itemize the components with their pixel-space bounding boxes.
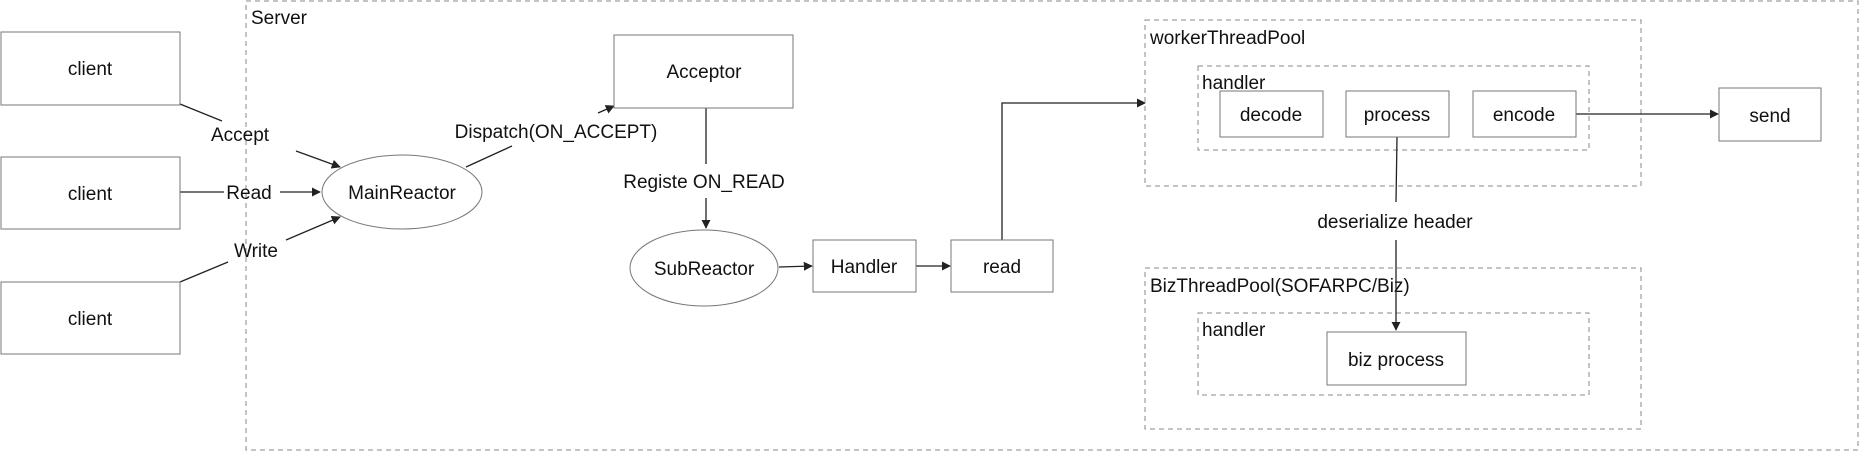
encode-label: encode [1493, 105, 1555, 126]
encode-box [1472, 90, 1577, 138]
edge-write-lower [179, 261, 229, 283]
edge-label-deserialize: deserialize header [1317, 212, 1473, 233]
edge-label-dispatch: Dispatch(ON_ACCEPT) [455, 122, 658, 143]
decode-label: decode [1240, 105, 1302, 126]
main-reactor-label: MainReactor [348, 183, 456, 204]
edge-accept-upper [179, 103, 223, 122]
read-box [950, 239, 1054, 293]
edge-label-registe: Registe ON_READ [623, 172, 785, 193]
biz-process-label: biz process [1348, 350, 1444, 371]
client-3-box [0, 281, 181, 355]
edge-accept-lower [295, 150, 341, 169]
edge-write-upper [285, 216, 341, 241]
edge-label-read: Read [226, 183, 271, 204]
worker-thread-pool-container [1144, 19, 1642, 187]
client-1-label: client [68, 59, 113, 80]
send-box [1718, 87, 1822, 142]
sub-reactor-label: SubReactor [654, 259, 755, 280]
process-box [1345, 90, 1450, 138]
client-3-label: client [68, 309, 113, 330]
edge-read-workerpool [1001, 98, 1146, 240]
acceptor-box [613, 34, 794, 109]
acceptor-label: Acceptor [667, 62, 743, 83]
main-reactor-node [321, 154, 483, 230]
worker-handler-container [1197, 65, 1590, 151]
edge-subreactor-handler [778, 261, 813, 271]
edge-label-accept: Accept [211, 125, 270, 146]
biz-handler-label: handler [1202, 320, 1266, 341]
decode-box [1219, 90, 1324, 138]
handler-label: Handler [831, 257, 898, 278]
server-label: Server [251, 8, 308, 29]
server-container [245, 0, 1859, 451]
worker-thread-pool-label: workerThreadPool [1149, 28, 1305, 49]
edge-dispatch-upper [597, 105, 615, 114]
process-label: process [1364, 105, 1431, 126]
client-1-box [0, 31, 181, 106]
edge-dispatch-lower [465, 145, 513, 168]
edges [179, 98, 1719, 331]
client-2-label: client [68, 184, 113, 205]
worker-handler-label: handler [1202, 73, 1266, 94]
biz-handler-container [1197, 312, 1590, 396]
biz-thread-pool-label: BizThreadPool(SOFARPC/Biz) [1150, 276, 1410, 297]
client-2-box [0, 156, 181, 230]
edge-deserialize-upper [1395, 136, 1398, 203]
handler-box [812, 239, 917, 293]
biz-process-box [1326, 331, 1467, 386]
sub-reactor-node [629, 229, 779, 307]
edge-label-write: Write [234, 241, 278, 262]
biz-thread-pool-container [1144, 267, 1642, 430]
send-label: send [1749, 106, 1790, 127]
read-label: read [983, 257, 1021, 278]
